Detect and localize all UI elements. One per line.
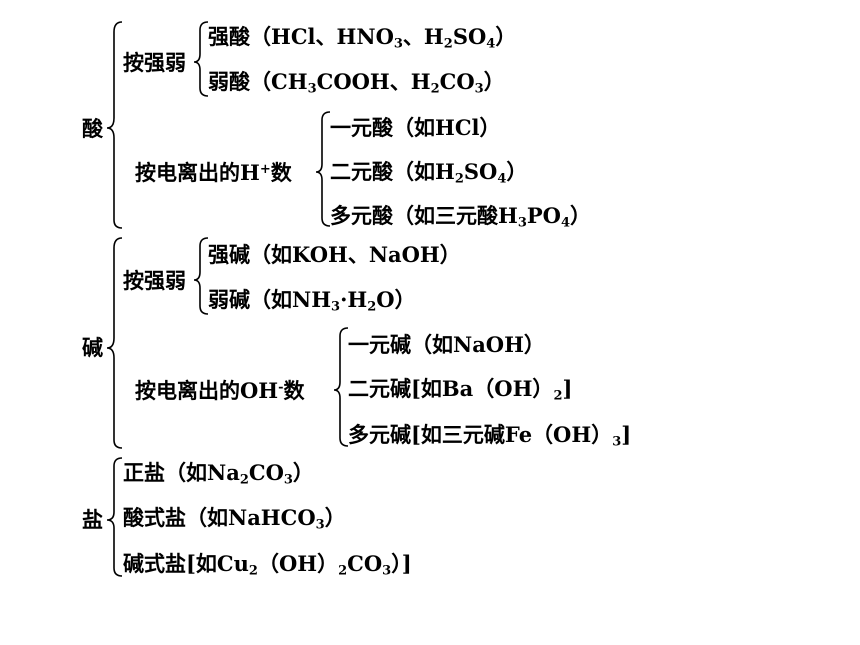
monoprotic-acid-item: 一元酸（如HCl） bbox=[330, 115, 501, 140]
salt-brace bbox=[106, 457, 123, 577]
base-by-strength-label: 按强弱 bbox=[123, 268, 186, 293]
acid-salt-item: 酸式盐（如NaHCO3） bbox=[123, 505, 346, 533]
weak-base-item: 弱碱（如NH3·H2O） bbox=[208, 287, 416, 315]
base-strength-brace bbox=[193, 237, 209, 315]
base-by-oh-label: 按电离出的OH-数 bbox=[135, 378, 305, 403]
acid-brace bbox=[106, 21, 123, 229]
base-oh-brace bbox=[333, 327, 349, 447]
weak-acid-item: 弱酸（CH3COOH、H2CO3） bbox=[208, 69, 505, 97]
base-label: 碱 bbox=[82, 335, 103, 360]
normal-salt-item: 正盐（如Na2CO3） bbox=[123, 460, 314, 488]
acid-label: 酸 bbox=[82, 116, 103, 141]
monoacidic-base-item: 一元碱（如NaOH） bbox=[348, 332, 545, 357]
acid-by-h-label: 按电离出的H+数 bbox=[135, 160, 292, 185]
acid-h-brace bbox=[315, 111, 331, 227]
strong-base-item: 强碱（如KOH、NaOH） bbox=[208, 242, 461, 267]
polyprotic-acid-item: 多元酸（如三元酸H3PO4） bbox=[330, 203, 592, 231]
basic-salt-item: 碱式盐[如Cu2（OH）2CO3）] bbox=[123, 551, 412, 579]
acid-strength-brace bbox=[193, 21, 209, 97]
diacidic-base-item: 二元碱[如Ba（OH）2] bbox=[348, 376, 573, 404]
strong-acid-item: 强酸（HCl、HNO3、H2SO4） bbox=[208, 24, 517, 52]
polyacidic-base-item: 多元碱[如三元碱Fe（OH）3] bbox=[348, 422, 632, 450]
acid-by-strength-label: 按强弱 bbox=[123, 50, 186, 75]
base-brace bbox=[106, 237, 123, 449]
salt-label: 盐 bbox=[82, 507, 103, 532]
diprotic-acid-item: 二元酸（如H2SO4） bbox=[330, 159, 528, 187]
